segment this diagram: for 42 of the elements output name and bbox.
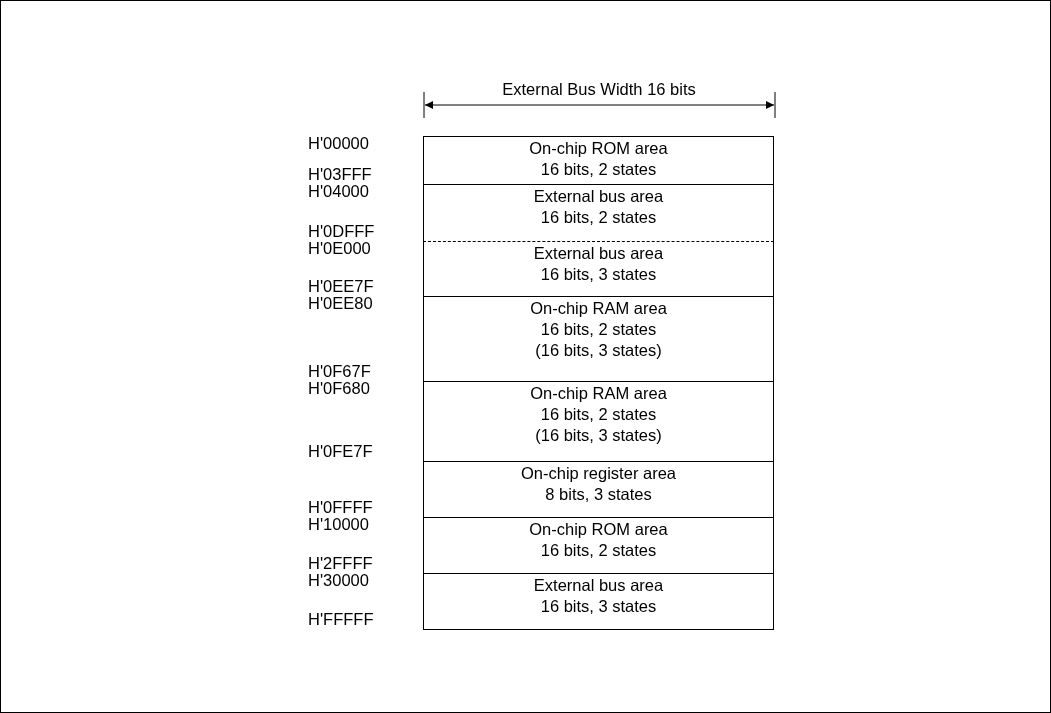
memory-region-box [423,241,774,296]
region-label: 16 bits, 3 states [540,264,657,285]
dimension-label: External Bus Width 16 bits [501,79,697,100]
region-label: External bus area [533,575,664,596]
memory-region-box [423,136,774,184]
memory-region-box [423,296,774,381]
region-label: On-chip register area [521,463,676,484]
address-label: H'FFFFF [308,609,374,629]
address-label: H'30000 [308,570,369,590]
region-label: (16 bits, 3 states) [535,340,662,361]
address-label: H'2FFFF [308,553,373,573]
address-label: H'0EE7F [308,276,374,296]
address-label: H'03FFF [308,164,372,184]
address-label: H'00000 [308,133,369,153]
address-label: H'0EE80 [308,293,373,313]
memory-region-box [423,184,774,241]
region-label: 16 bits, 3 states [540,596,657,617]
memory-region-box [423,517,774,573]
address-label: H'0DFFF [308,221,375,241]
region-label: On-chip ROM area [529,519,668,540]
memory-region-box [423,461,774,517]
region-label: 16 bits, 2 states [540,207,657,228]
region-label: On-chip ROM area [529,138,668,159]
region-label: 16 bits, 2 states [540,404,657,425]
region-label: 16 bits, 2 states [540,540,657,561]
address-label: H'0F67F [308,361,371,381]
region-label: On-chip RAM area [530,383,667,404]
address-label: H'04000 [308,181,369,201]
memory-region-box [423,381,774,461]
address-label: H'0E000 [308,238,371,258]
region-label: 8 bits, 3 states [545,484,652,505]
region-label: 16 bits, 2 states [540,159,657,180]
address-label: H'0F680 [308,378,370,398]
region-label: External bus area [533,186,664,207]
region-label: External bus area [533,243,664,264]
address-label: H'0FFFF [308,497,373,517]
region-label: 16 bits, 2 states [540,319,657,340]
region-label: (16 bits, 3 states) [535,425,662,446]
address-label: H'10000 [308,514,369,534]
address-label: H'0FE7F [308,441,373,461]
region-label: On-chip RAM area [530,298,667,319]
memory-region-box [423,573,774,630]
